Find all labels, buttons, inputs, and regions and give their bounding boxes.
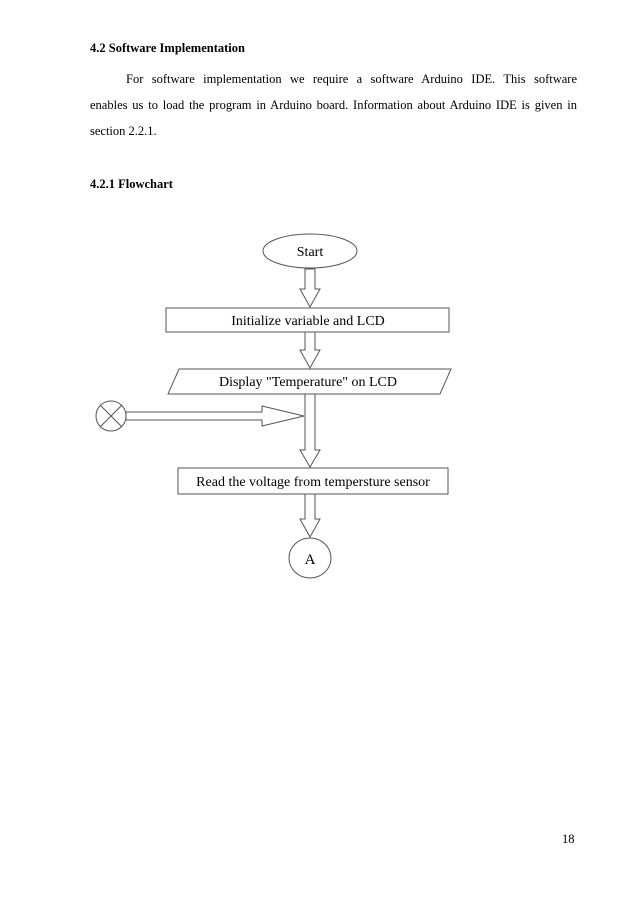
section-heading: 4.2 Software Implementation xyxy=(90,41,245,55)
paragraph-line-2: enables us to load the program in Arduin… xyxy=(90,98,577,112)
read-label: Read the voltage from tempersture sensor xyxy=(196,475,430,490)
read-process-box xyxy=(177,467,449,495)
start-node xyxy=(262,233,358,269)
connector-a-node xyxy=(288,537,332,579)
section-paragraph: For software implementation we require a… xyxy=(90,66,577,144)
paragraph-line-3: section 2.2.1. xyxy=(90,124,157,138)
arrow-init-to-display xyxy=(299,331,321,370)
arrow-start-to-init xyxy=(299,268,321,309)
init-process-box xyxy=(165,307,450,333)
init-label: Initialize variable and LCD xyxy=(231,314,385,329)
connector-a-label: A xyxy=(305,552,316,568)
cross-icon xyxy=(99,404,123,428)
start-label: Start xyxy=(297,245,324,260)
loop-return-arrow xyxy=(125,405,305,427)
arrow-read-to-connector xyxy=(299,493,321,539)
paragraph-line-1: For software implementation we require a… xyxy=(126,72,577,86)
subsection-heading: 4.2.1 Flowchart xyxy=(90,177,173,191)
arrow-display-to-read xyxy=(299,394,321,468)
page-number: 18 xyxy=(562,832,575,846)
display-io-box xyxy=(167,368,452,395)
display-label: Display "Temperature" on LCD xyxy=(219,375,397,390)
